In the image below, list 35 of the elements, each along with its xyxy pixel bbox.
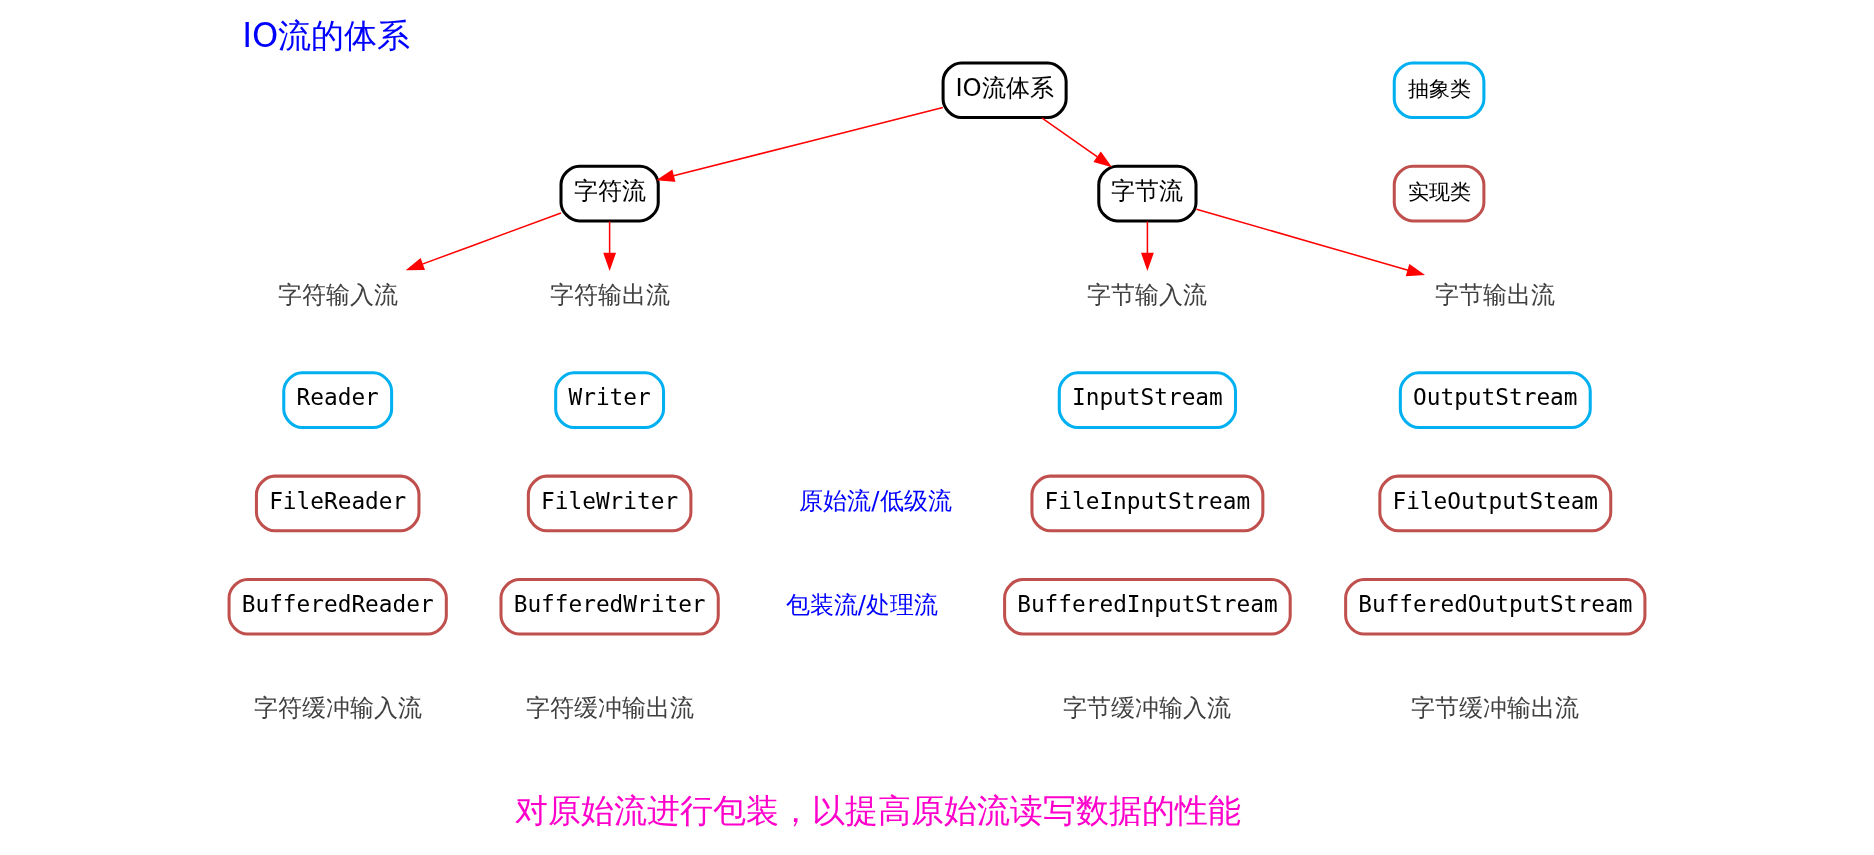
- node-box: IO流体系: [941, 61, 1068, 120]
- arrow: [1141, 220, 1154, 272]
- node-box: FileOutputSteam: [1378, 474, 1613, 533]
- arrow: [656, 106, 944, 182]
- node-text: 字节输出流: [1435, 279, 1556, 309]
- label: 字节缓冲输入流: [1063, 692, 1232, 722]
- node-box: OutputStream: [1398, 371, 1592, 429]
- diagram-title: IO流的体系: [242, 16, 411, 56]
- label: 字节缓冲输出流: [1411, 692, 1580, 722]
- node-box: BufferedInputStream: [1003, 577, 1292, 636]
- node-box: FileInputStream: [1030, 474, 1265, 533]
- arrow: [603, 220, 616, 272]
- node-box: BufferedWriter: [499, 577, 720, 636]
- label: 包装流/处理流: [785, 589, 938, 619]
- node-box: Writer: [554, 371, 666, 429]
- arrow: [1041, 117, 1113, 168]
- legend-label: 实现类: [1407, 179, 1471, 205]
- node-box: 字节流: [1097, 164, 1198, 223]
- node-box: FileReader: [254, 474, 421, 533]
- label: 原始流/低级流: [799, 486, 952, 516]
- label: 字符缓冲输出流: [525, 692, 694, 722]
- node-box: 字符流: [559, 164, 660, 223]
- node-box: Reader: [282, 371, 394, 429]
- node-text: 字符输出流: [549, 279, 670, 309]
- node-text: 字符输入流: [277, 279, 398, 309]
- node-box: BufferedReader: [227, 577, 448, 636]
- legend-label: 抽象类: [1407, 75, 1471, 101]
- arrow: [405, 212, 562, 271]
- node-box: InputStream: [1057, 371, 1238, 429]
- label: 对原始流进行包装，以提高原始流读写数据的性能: [515, 790, 1242, 830]
- node-box: FileWriter: [526, 474, 693, 533]
- node-text: 字节输入流: [1087, 279, 1208, 309]
- arrow: [1195, 208, 1426, 277]
- label: 字符缓冲输入流: [253, 692, 422, 722]
- node-box: BufferedOutputStream: [1344, 577, 1647, 636]
